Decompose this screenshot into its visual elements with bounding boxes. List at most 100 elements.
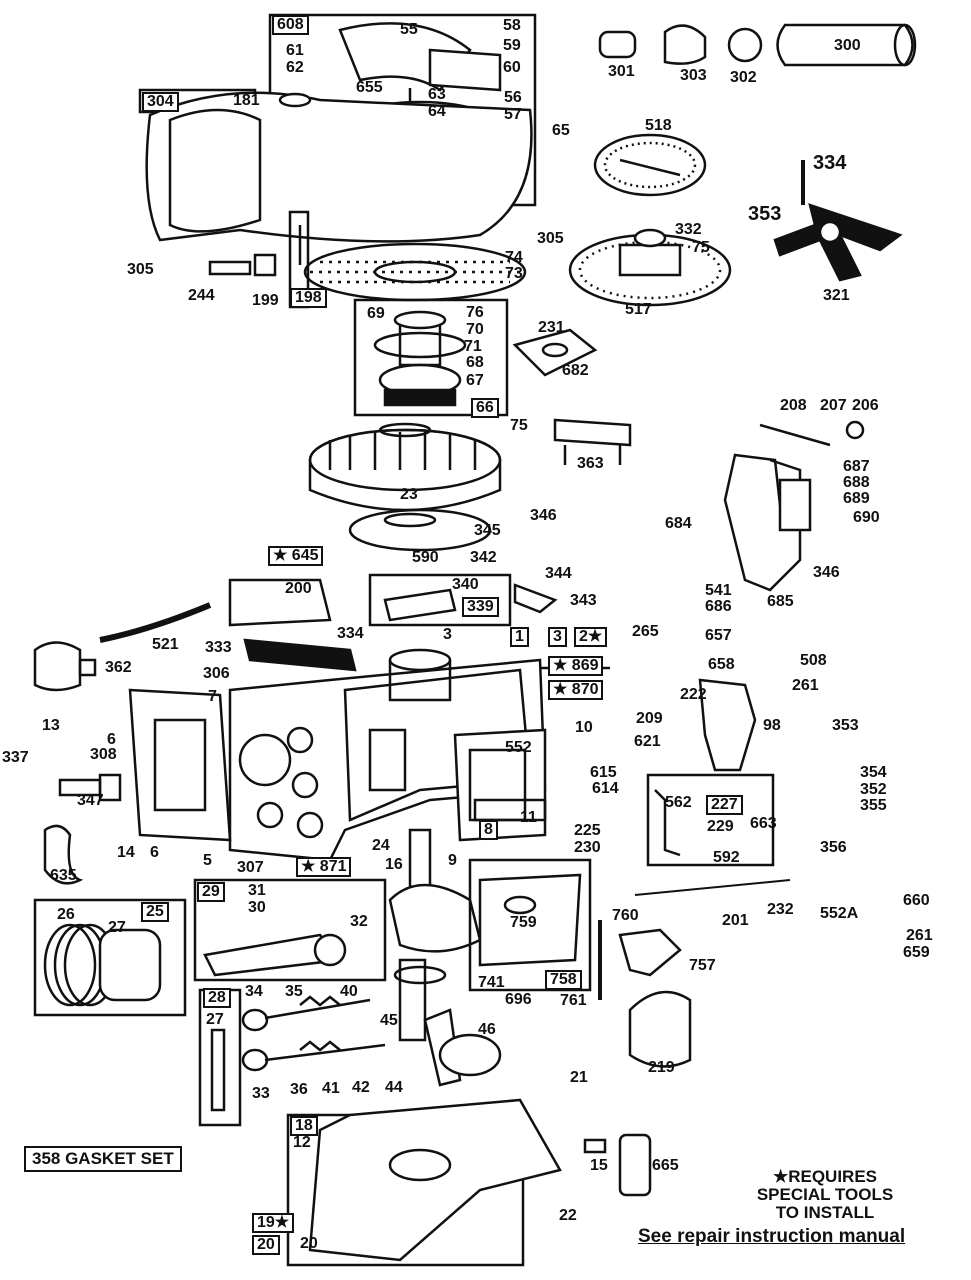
callout-60: 60 bbox=[503, 59, 521, 76]
callout-34: 34 bbox=[245, 983, 263, 1000]
governor-link-bracket bbox=[468, 858, 592, 992]
gasket-set-label: 358 GASKET SET bbox=[24, 1146, 182, 1172]
callout-18: 18 bbox=[290, 1116, 318, 1136]
callout-3: 3 bbox=[443, 626, 452, 643]
air-cleaner-base bbox=[568, 228, 732, 307]
callout-15: 15 bbox=[590, 1157, 608, 1174]
control-bracket bbox=[723, 420, 865, 592]
callout-508: 508 bbox=[800, 652, 827, 669]
callout-615: 615 bbox=[590, 764, 617, 781]
callout-265: 265 bbox=[632, 623, 659, 640]
callout-206: 206 bbox=[852, 397, 879, 414]
callout-2: 2★ bbox=[574, 627, 608, 647]
callout-333: 333 bbox=[205, 639, 232, 656]
callout-31: 31 bbox=[248, 882, 266, 899]
carburetor-body bbox=[368, 573, 558, 627]
callout-562: 562 bbox=[665, 794, 692, 811]
callout-363: 363 bbox=[577, 455, 604, 472]
callout-40: 40 bbox=[340, 983, 358, 1000]
callout-45: 45 bbox=[380, 1012, 398, 1029]
callout-98: 98 bbox=[763, 717, 781, 734]
callout-352: 352 bbox=[860, 781, 887, 798]
callout-46: 46 bbox=[478, 1021, 496, 1038]
callout-353: 353 bbox=[748, 203, 782, 225]
callout-332: 332 bbox=[675, 221, 702, 238]
spider-bracket bbox=[773, 160, 903, 282]
callout-346-right: 346 bbox=[813, 564, 840, 581]
callout-344: 344 bbox=[545, 565, 572, 582]
fuel-line bbox=[99, 578, 332, 643]
air-vane-gasket bbox=[243, 638, 357, 672]
callout-3-boxed: 3 bbox=[548, 627, 567, 647]
callout-354: 354 bbox=[860, 764, 887, 781]
callout-27-lower: 27 bbox=[206, 1011, 224, 1028]
callout-209: 209 bbox=[636, 710, 663, 727]
callout-305-left: 305 bbox=[127, 261, 154, 278]
callout-337: 337 bbox=[2, 749, 29, 766]
callout-304: 304 bbox=[142, 92, 179, 112]
callout-69: 69 bbox=[367, 305, 385, 322]
piston-ring-set bbox=[33, 898, 187, 1017]
callout-621: 621 bbox=[634, 733, 661, 750]
blower-housing bbox=[138, 88, 533, 243]
callout-302: 302 bbox=[730, 69, 757, 86]
callout-614: 614 bbox=[592, 780, 619, 797]
callout-225: 225 bbox=[574, 822, 601, 839]
callout-685: 685 bbox=[767, 593, 794, 610]
callout-24: 24 bbox=[372, 837, 390, 854]
callout-303: 303 bbox=[680, 67, 707, 84]
callout-25: 25 bbox=[141, 902, 169, 922]
spark-plug-boot bbox=[33, 641, 97, 692]
callout-261-lower: 261 bbox=[906, 927, 933, 944]
callout-663: 663 bbox=[750, 815, 777, 832]
callout-362: 362 bbox=[105, 659, 132, 676]
callout-870: ★ 870 bbox=[548, 680, 604, 700]
breaker-cover bbox=[628, 990, 692, 1068]
callout-347: 347 bbox=[77, 792, 104, 809]
air-filter-element bbox=[593, 133, 707, 197]
callout-659: 659 bbox=[903, 944, 930, 961]
callout-56: 56 bbox=[504, 89, 522, 106]
fuel-fittings bbox=[208, 210, 310, 309]
callout-306: 306 bbox=[203, 665, 230, 682]
callout-73: 73 bbox=[505, 265, 523, 282]
spark-plug bbox=[58, 773, 122, 802]
callout-690: 690 bbox=[853, 509, 880, 526]
callout-200: 200 bbox=[285, 580, 312, 597]
crankcase-cover bbox=[286, 1098, 562, 1267]
callout-541: 541 bbox=[705, 582, 732, 599]
callout-645: ★ 645 bbox=[268, 546, 324, 566]
callout-635: 635 bbox=[50, 867, 77, 884]
callout-20: 20 bbox=[300, 1235, 318, 1252]
elbow-fitting bbox=[43, 824, 84, 885]
callout-16: 16 bbox=[385, 856, 403, 873]
callout-20-boxed: 20 bbox=[252, 1235, 280, 1255]
callout-62: 62 bbox=[286, 59, 304, 76]
callout-760: 760 bbox=[612, 907, 639, 924]
flywheel-shroud-plate bbox=[348, 508, 492, 552]
callout-231: 231 bbox=[538, 319, 565, 336]
callout-33: 33 bbox=[252, 1085, 270, 1102]
callout-32: 32 bbox=[350, 913, 368, 930]
flywheel bbox=[308, 422, 502, 512]
callout-305-right: 305 bbox=[537, 230, 564, 247]
callout-6-upper: 6 bbox=[107, 731, 116, 748]
callout-1: 1 bbox=[510, 627, 529, 647]
callout-346: 346 bbox=[530, 507, 557, 524]
callout-198: 198 bbox=[290, 288, 327, 308]
callout-307: 307 bbox=[237, 859, 264, 876]
repair-manual-note: See repair instruction manual bbox=[638, 1226, 906, 1247]
callout-76: 76 bbox=[466, 304, 484, 321]
callout-261: 261 bbox=[792, 677, 819, 694]
callout-308: 308 bbox=[90, 746, 117, 763]
callout-29: 29 bbox=[197, 882, 225, 902]
callout-759: 759 bbox=[510, 914, 537, 931]
callout-64: 64 bbox=[428, 103, 446, 120]
callout-660: 660 bbox=[903, 892, 930, 909]
callout-61: 61 bbox=[286, 42, 304, 59]
callout-13: 13 bbox=[42, 717, 60, 734]
callout-71: 71 bbox=[464, 338, 482, 355]
callout-689: 689 bbox=[843, 490, 870, 507]
callout-9: 9 bbox=[448, 852, 457, 869]
